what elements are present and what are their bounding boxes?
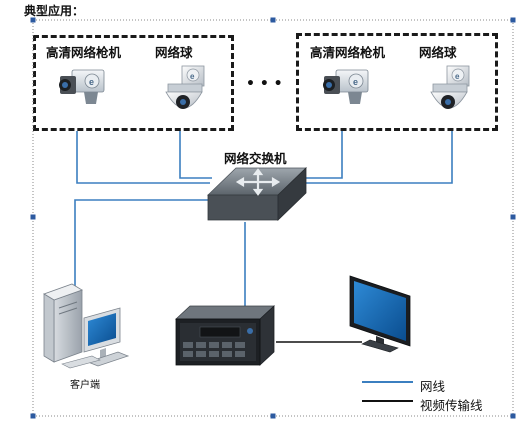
resize-handle-top-right — [510, 17, 516, 23]
monitor-icon — [349, 275, 411, 353]
resize-handle-bottom-right — [510, 413, 516, 419]
resize-handle-bottom-left — [30, 413, 36, 419]
selection-frame — [30, 17, 516, 419]
cable-left-bullet — [76, 131, 210, 184]
network-cables — [74, 131, 453, 317]
cable-left-dome — [179, 131, 212, 179]
dome-camera-label-right: 网络球 — [419, 45, 457, 60]
bullet-camera-label-left: 高清网络枪机 — [46, 45, 122, 60]
cable-right-dome — [298, 131, 453, 184]
camera-group-right — [296, 33, 498, 131]
page-heading: 典型应用： — [24, 4, 85, 18]
resize-handle-left — [30, 214, 36, 220]
resize-handle-bottom — [270, 413, 276, 419]
bullet-camera-label-right: 高清网络枪机 — [310, 45, 386, 60]
bullet-camera-icon: e — [59, 69, 105, 104]
network-switch-icon — [207, 167, 307, 221]
resize-handle-top — [270, 17, 276, 23]
ellipsis: • • • — [246, 76, 283, 92]
resize-handle-right — [510, 214, 516, 220]
dome-camera-icon: e — [430, 65, 470, 109]
cable-right-bullet — [296, 131, 343, 179]
client-pc-icon — [43, 283, 130, 369]
svg-text:e: e — [353, 77, 358, 87]
bullet-camera-icon: e — [323, 69, 369, 104]
cable-client — [74, 199, 212, 296]
nvr-recorder-icon — [174, 305, 276, 366]
legend-network-label: 网线 — [420, 379, 446, 394]
svg-text:e: e — [190, 72, 195, 81]
svg-text:e: e — [455, 72, 460, 81]
dome-camera-icon: e — [165, 65, 205, 109]
legend-video-label: 视频传输线 — [420, 398, 483, 413]
resize-handle-top-left — [30, 17, 36, 23]
svg-text:e: e — [89, 77, 94, 87]
dome-camera-label-left: 网络球 — [155, 45, 193, 60]
switch-label: 网络交换机 — [224, 151, 287, 166]
client-label: 客户端 — [70, 380, 100, 391]
camera-group-left — [33, 35, 234, 131]
